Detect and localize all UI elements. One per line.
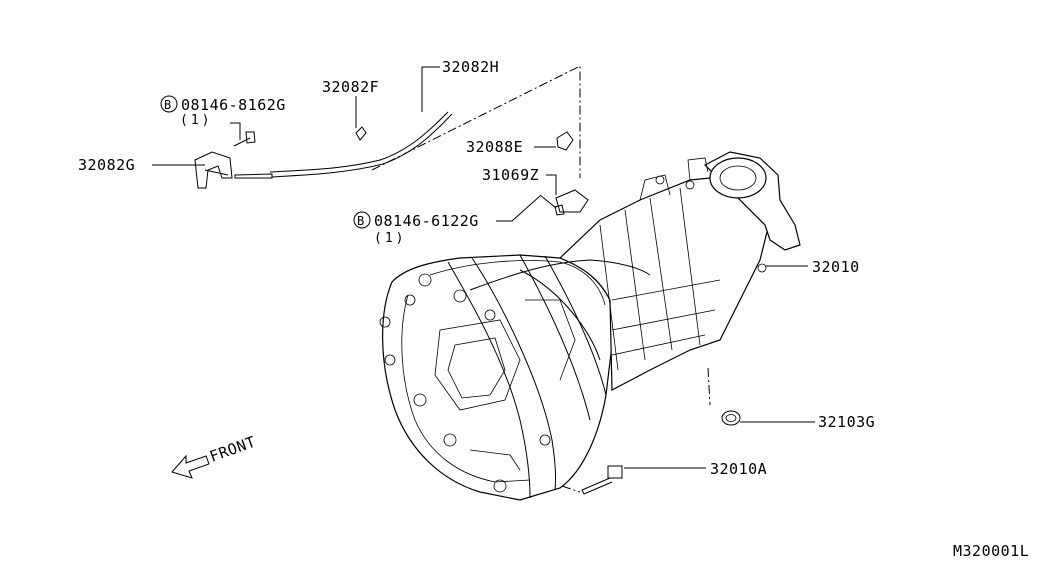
- bracket-31069Z: [555, 189, 589, 213]
- leader-lines: [152, 66, 815, 469]
- bolt-symbol-2: B: [353, 211, 371, 229]
- label-31069Z: 31069Z: [482, 166, 539, 184]
- diagram-code: M320001L: [953, 542, 1029, 560]
- bolt-symbol-letter: B: [357, 214, 364, 228]
- clip-32082F: [355, 126, 367, 141]
- bolt-symbol-letter: B: [164, 98, 171, 112]
- label-32082G: 32082G: [78, 156, 135, 174]
- label-qty-2: (1): [374, 231, 406, 246]
- label-qty-1: (1): [180, 113, 212, 128]
- cable-32082H: [269, 111, 449, 173]
- bracket-32082G: [194, 151, 233, 189]
- transmission-assembly: [379, 151, 801, 501]
- label-32082H: 32082H: [442, 58, 499, 76]
- harness-assembly: [194, 65, 711, 493]
- clip-32088E: [556, 131, 574, 151]
- label-32103G: 32103G: [818, 413, 875, 431]
- label-08146-8162G: 08146-8162G: [181, 96, 286, 114]
- label-32010A: 32010A: [710, 460, 767, 478]
- label-32088E: 32088E: [466, 138, 523, 156]
- front-arrow: FRONT: [171, 433, 258, 479]
- gasket-32103G: [721, 410, 741, 426]
- arrow-left-icon: [171, 454, 210, 479]
- front-label: FRONT: [207, 433, 258, 466]
- label-32082F: 32082F: [322, 78, 379, 96]
- bolt-symbol-1: B: [160, 95, 178, 113]
- label-08146-6122G: 08146-6122G: [374, 212, 479, 230]
- bolt-32010A: [581, 465, 623, 495]
- label-32010: 32010: [812, 258, 860, 276]
